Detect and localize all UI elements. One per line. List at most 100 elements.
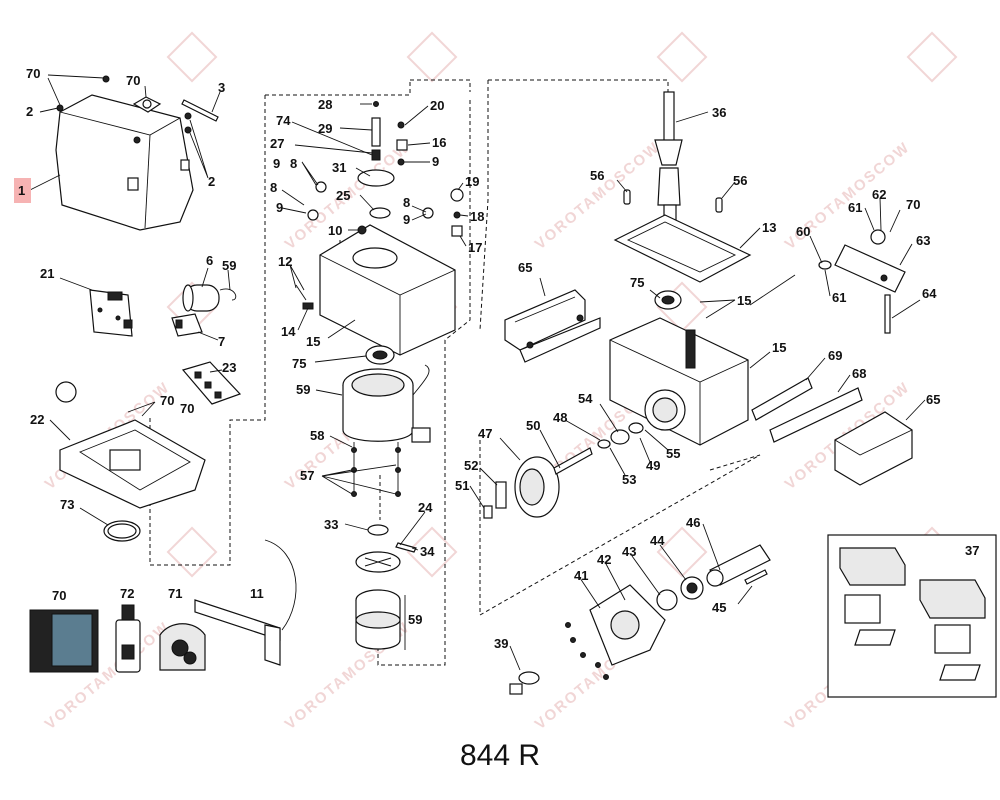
part-label-8: 8 <box>270 180 277 195</box>
inset-kit-box <box>827 534 997 698</box>
part-label-43: 43 <box>622 544 636 559</box>
part-label-69: 69 <box>828 348 842 363</box>
part-label-42: 42 <box>597 552 611 567</box>
flange-assembly <box>589 576 704 666</box>
part-label-56: 56 <box>590 168 604 183</box>
part-label-41: 41 <box>574 568 588 583</box>
screw-bag <box>159 623 206 671</box>
part-label-8: 8 <box>290 156 297 171</box>
part-label-44: 44 <box>650 533 665 548</box>
part-label-52: 52 <box>464 458 478 473</box>
part-label-49: 49 <box>646 458 660 473</box>
capacitor-clip <box>171 313 203 337</box>
bracket-bar <box>181 99 219 122</box>
pins <box>623 189 723 213</box>
part-label-54: 54 <box>578 391 593 406</box>
part-label-7: 7 <box>218 334 225 349</box>
part-label-14: 14 <box>281 324 296 339</box>
capacitor <box>182 284 237 312</box>
part-label-75: 75 <box>630 275 644 290</box>
part-label-1: 1 <box>18 183 25 198</box>
part-label-62: 62 <box>872 187 886 202</box>
part-label-70: 70 <box>160 393 174 408</box>
part-label-45: 45 <box>712 600 726 615</box>
electric-motor <box>342 364 431 443</box>
watermark-logo <box>406 526 458 578</box>
part-label-9: 9 <box>403 212 410 227</box>
part-label-70: 70 <box>26 66 40 81</box>
part-label-58: 58 <box>310 428 324 443</box>
part-label-59: 59 <box>408 612 422 627</box>
drive-shaft <box>706 544 771 587</box>
part-label-8: 8 <box>403 195 410 210</box>
part-label-70: 70 <box>906 197 920 212</box>
part-label-61: 61 <box>832 290 846 305</box>
part-label-15: 15 <box>306 334 320 349</box>
worm-shaft-parts <box>553 422 644 475</box>
part-label-29: 29 <box>318 121 332 136</box>
part-label-13: 13 <box>762 220 776 235</box>
oil-bottle <box>115 604 141 673</box>
label-kit <box>29 609 99 673</box>
part-label-53: 53 <box>622 472 636 487</box>
label-1-highlight <box>14 178 31 203</box>
cable-gland <box>132 96 162 113</box>
part-label-21: 21 <box>40 266 54 281</box>
mounting-brackets <box>751 377 863 443</box>
motor-coupling <box>355 551 401 573</box>
part-label-15: 15 <box>772 340 786 355</box>
base-plate <box>55 381 206 509</box>
part-label-56: 56 <box>733 173 747 188</box>
part-label-64: 64 <box>922 286 937 301</box>
watermark-logo <box>406 31 458 83</box>
part-label-63: 63 <box>916 233 930 248</box>
part-label-61: 61 <box>848 200 862 215</box>
part-label-36: 36 <box>712 105 726 120</box>
part-label-60: 60 <box>796 224 810 239</box>
part-label-10: 10 <box>328 223 342 238</box>
motor-rotor <box>355 589 406 650</box>
part-label-48: 48 <box>553 410 567 425</box>
part-label-37: 37 <box>965 543 979 558</box>
part-label-59: 59 <box>296 382 310 397</box>
part-label-2: 2 <box>208 174 215 189</box>
part-number-labels: 70 70 3 2 2 1 21 6 59 7 23 22 70 70 73 7… <box>18 66 979 651</box>
part-label-51: 51 <box>455 478 469 493</box>
part-label-39: 39 <box>494 636 508 651</box>
part-label-33: 33 <box>324 517 338 532</box>
model-title: 844 R <box>460 739 540 772</box>
terminal-block <box>181 361 242 405</box>
part-label-55: 55 <box>666 446 680 461</box>
part-label-2: 2 <box>26 104 33 119</box>
part-label-70: 70 <box>52 588 66 603</box>
part-label-17: 17 <box>468 240 482 255</box>
part-label-20: 20 <box>430 98 444 113</box>
watermark-logo <box>166 526 218 578</box>
cable-guide-strip <box>194 539 297 666</box>
gasket <box>613 214 752 283</box>
end-cap <box>834 411 913 486</box>
part-label-31: 31 <box>332 160 346 175</box>
part-label-22: 22 <box>30 412 44 427</box>
part-label-16: 16 <box>432 135 446 150</box>
part-label-65: 65 <box>518 260 532 275</box>
part-label-19: 19 <box>465 174 479 189</box>
release-handle <box>504 289 601 363</box>
electronic-board <box>89 289 133 337</box>
part-label-27: 27 <box>270 136 284 151</box>
part-label-47: 47 <box>478 426 492 441</box>
flange-screws <box>565 622 609 680</box>
part-label-57: 57 <box>300 468 314 483</box>
part-label-59: 59 <box>222 258 236 273</box>
part-label-70: 70 <box>126 73 140 88</box>
watermark-logo <box>656 526 708 578</box>
washer <box>367 524 389 536</box>
part-label-46: 46 <box>686 515 700 530</box>
worm-gear <box>483 456 560 519</box>
part-label-70: 70 <box>180 401 194 416</box>
part-label-23: 23 <box>222 360 236 375</box>
part-label-15: 15 <box>737 293 751 308</box>
part-label-24: 24 <box>418 500 433 515</box>
part-label-9: 9 <box>273 156 280 171</box>
